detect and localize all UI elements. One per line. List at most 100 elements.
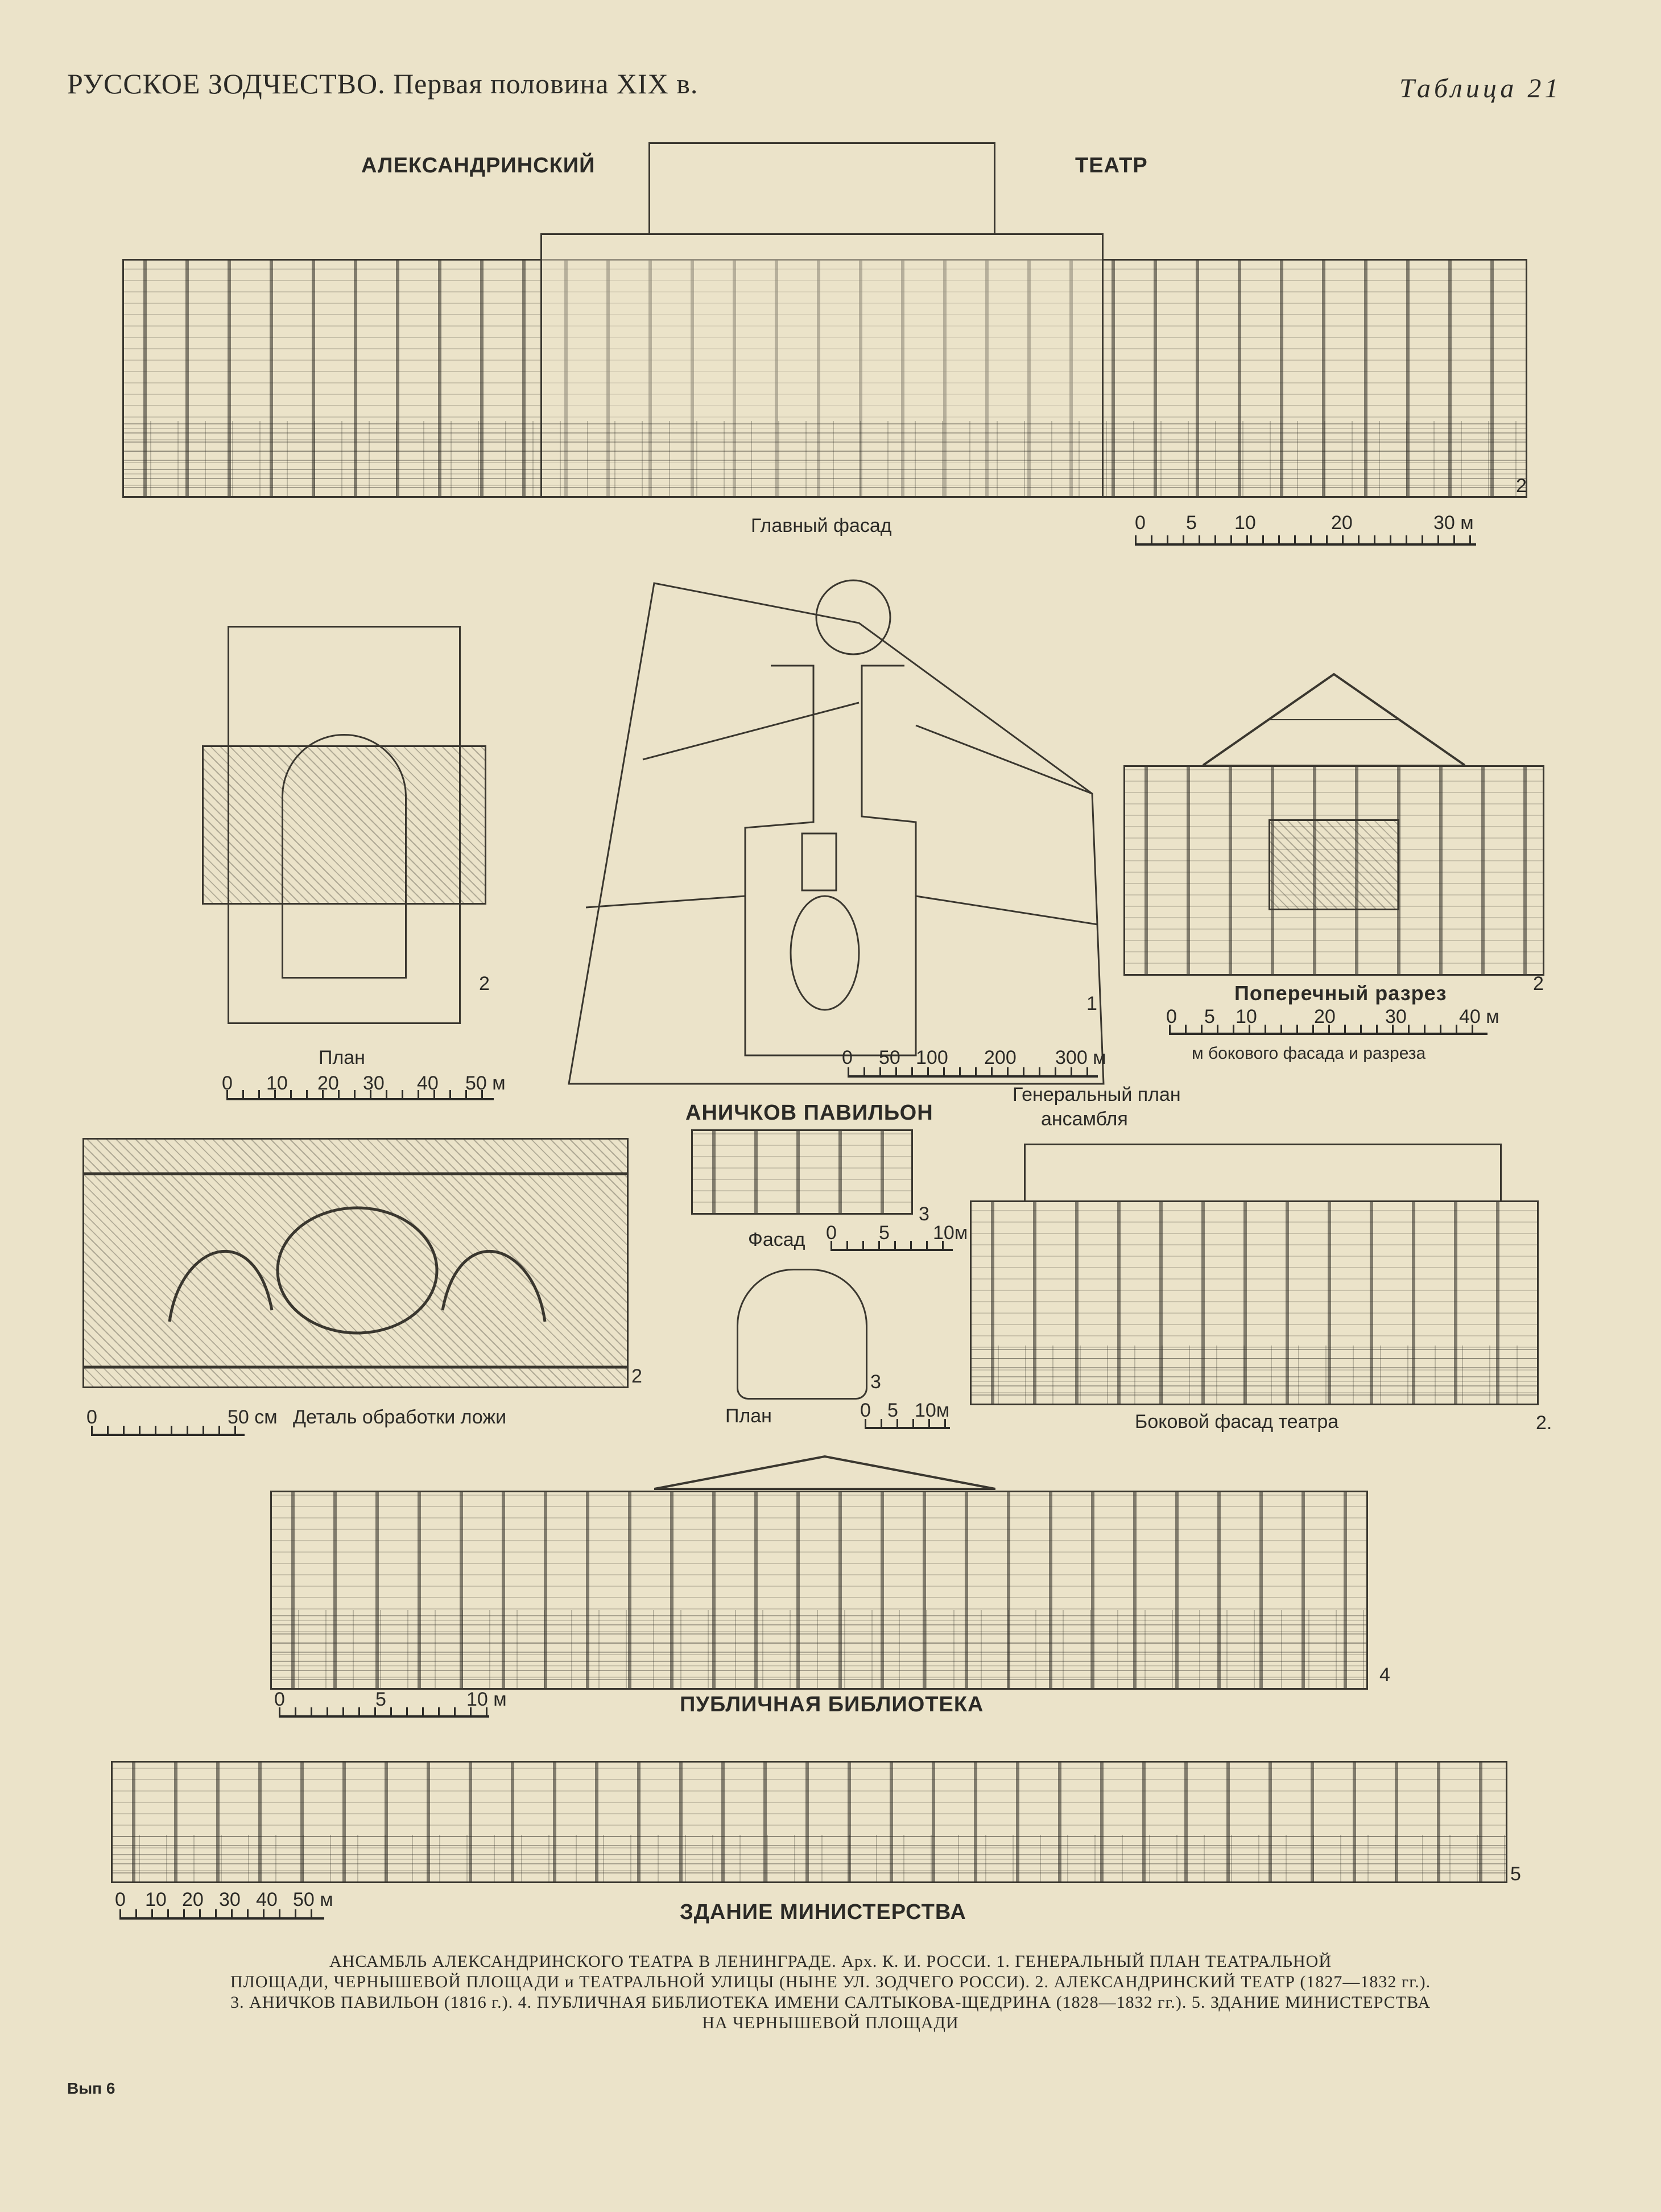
main-facade-scale-0: 0	[1135, 512, 1146, 534]
pavilion-title: АНИЧКОВ ПАВИЛЬОН	[685, 1101, 933, 1125]
box-detail-scale-bar	[91, 1426, 245, 1436]
cross-section-scale-note: м бокового фасада и разреза	[1192, 1044, 1426, 1063]
library-scale-10: 10 м	[466, 1689, 507, 1710]
ministry-scale-50: 50 м	[293, 1889, 333, 1910]
caption-line-1: АНСАМБЛЬ АЛЕКСАНДРИНСКОГО ТЕАТРА В ЛЕНИН…	[329, 1952, 1332, 1971]
pavilion-facade-scale-10: 10м	[933, 1222, 968, 1244]
cross-section-scale-30: 30	[1385, 1006, 1407, 1027]
pavilion-plan-scale-10: 10м	[915, 1400, 950, 1421]
pavilion-facade-scale-0: 0	[826, 1222, 837, 1244]
general-plan-label-line2: ансамбля	[1041, 1108, 1128, 1130]
general-plan-scale-300: 300 м	[1055, 1047, 1106, 1068]
cross-section-scale-40: 40 м	[1459, 1006, 1499, 1027]
theatre-plan-scale-0: 0	[222, 1072, 233, 1094]
pavilion-plan-scale-bar	[865, 1419, 950, 1429]
general-plan-label-line1: Генеральный план	[1013, 1084, 1181, 1105]
caption-line-4: НА ЧЕРНЫШЕВОЙ ПЛОЩАДИ	[702, 2013, 959, 2032]
cross-section-scale-0: 0	[1166, 1006, 1177, 1027]
general-plan-scale-50: 50	[879, 1047, 900, 1068]
side-facade-attic	[1024, 1144, 1502, 1200]
theatre-plan-scale-20: 20	[317, 1072, 339, 1094]
general-plan-drawing	[568, 579, 1105, 1085]
cross-section-label: Поперечный разрез	[1234, 981, 1447, 1005]
general-plan-scale-0: 0	[842, 1047, 853, 1068]
ministry-scale-30: 30	[219, 1889, 241, 1910]
main-facade-number: 2	[1516, 475, 1527, 497]
library-scale-0: 0	[274, 1689, 285, 1710]
side-facade-number: 2.	[1536, 1412, 1552, 1434]
ministry-scale-40: 40	[256, 1889, 278, 1910]
pavilion-facade-drawing	[691, 1129, 913, 1215]
box-detail-scale-50: 50 см	[228, 1406, 278, 1428]
plate-caption: АНСАМБЛЬ АЛЕКСАНДРИНСКОГО ТЕАТРА В ЛЕНИН…	[148, 1951, 1513, 2033]
theatre-plan-scale-50: 50 м	[465, 1072, 506, 1094]
issue-number: Вып 6	[67, 2079, 115, 2097]
pavilion-facade-scale-5: 5	[879, 1222, 890, 1244]
side-facade-body	[970, 1200, 1539, 1405]
cross-section-number: 2	[1533, 973, 1544, 994]
ministry-rustication	[111, 1835, 1507, 1883]
pavilion-plan-scale-5: 5	[887, 1400, 898, 1421]
page-header-title: РУССКОЕ ЗОДЧЕСТВО. Первая половина XIX в…	[67, 68, 699, 100]
ministry-number: 5	[1510, 1863, 1521, 1885]
theatre-plan-scale-bar	[226, 1090, 494, 1100]
pavilion-plan-drawing	[737, 1269, 867, 1400]
general-plan-number: 1	[1086, 993, 1097, 1014]
theatre-plan-auditorium	[282, 734, 407, 979]
main-facade-scale-30: 30 м	[1433, 512, 1474, 534]
ministry-scale-bar	[119, 1909, 324, 1920]
pavilion-facade-scale-bar	[830, 1241, 953, 1251]
eagle-ornament-icon	[84, 1172, 627, 1369]
main-facade-attic	[648, 142, 995, 233]
caption-line-2: ПЛОЩАДИ, ЧЕРНЫШЕВОЙ ПЛОЩАДИ и ТЕАТРАЛЬНО…	[230, 1972, 1431, 1991]
library-body	[270, 1491, 1368, 1690]
box-detail-label: Деталь обработки ложи	[293, 1406, 507, 1428]
theatre-plan-scale-40: 40	[417, 1072, 439, 1094]
cross-section-scale-5: 5	[1204, 1006, 1215, 1027]
cross-section-scale-10: 10	[1236, 1006, 1257, 1027]
main-facade-scale-bar	[1135, 535, 1476, 546]
library-number: 4	[1379, 1664, 1390, 1686]
main-facade-rustication	[122, 421, 1527, 498]
pavilion-plan-scale-0: 0	[860, 1400, 871, 1421]
library-title: ПУБЛИЧНАЯ БИБЛИОТЕКА	[680, 1693, 984, 1716]
cross-section-scale-20: 20	[1314, 1006, 1336, 1027]
theatre-plan-scale-30: 30	[363, 1072, 385, 1094]
ministry-scale-20: 20	[182, 1889, 204, 1910]
pavilion-facade-label: Фасад	[748, 1229, 805, 1251]
pavilion-plan-label: План	[725, 1405, 772, 1427]
theatre-plan-label: План	[319, 1047, 365, 1068]
plate-number: Таблица 21	[1399, 73, 1562, 104]
general-plan-scale-100: 100	[916, 1047, 948, 1068]
side-facade-label: Боковой фасад театра	[1135, 1411, 1339, 1433]
library-scale-bar	[279, 1707, 489, 1718]
side-facade-rustication	[970, 1346, 1539, 1405]
main-facade-scale-5: 5	[1186, 512, 1197, 534]
theatre-title-left: АЛЕКСАНДРИНСКИЙ	[361, 154, 596, 178]
main-facade-loggia	[540, 233, 1104, 498]
general-plan-scale-200: 200	[984, 1047, 1017, 1068]
box-detail-drawing	[82, 1138, 629, 1388]
caption-line-3: 3. АНИЧКОВ ПАВИЛЬОН (1816 г.). 4. ПУБЛИЧ…	[230, 1993, 1431, 2012]
box-detail-scale-0: 0	[86, 1406, 97, 1428]
ministry-scale-0: 0	[115, 1889, 126, 1910]
ministry-title: ЗДАНИЕ МИНИСТЕРСТВА	[680, 1900, 966, 1924]
library-rustication	[270, 1610, 1368, 1690]
cross-section-body	[1123, 765, 1544, 976]
pavilion-plan-number: 3	[870, 1371, 881, 1393]
library-scale-5: 5	[375, 1689, 386, 1710]
main-facade-scale-10: 10	[1234, 512, 1256, 534]
box-detail-number: 2	[631, 1365, 642, 1387]
library-pediment	[654, 1455, 995, 1490]
theatre-plan-outline	[228, 626, 461, 1024]
cross-section-roof	[1202, 672, 1466, 766]
cross-section-tiers	[1269, 819, 1399, 910]
theatre-title-right: ТЕАТР	[1075, 154, 1148, 178]
main-facade-label: Главный фасад	[751, 515, 892, 537]
pavilion-facade-number: 3	[919, 1203, 929, 1225]
theatre-plan-scale-10: 10	[266, 1072, 288, 1094]
main-facade-scale-20: 20	[1331, 512, 1353, 534]
ministry-scale-10: 10	[145, 1889, 167, 1910]
theatre-plan-number: 2	[479, 973, 490, 994]
general-plan-scale-bar	[848, 1067, 1098, 1078]
